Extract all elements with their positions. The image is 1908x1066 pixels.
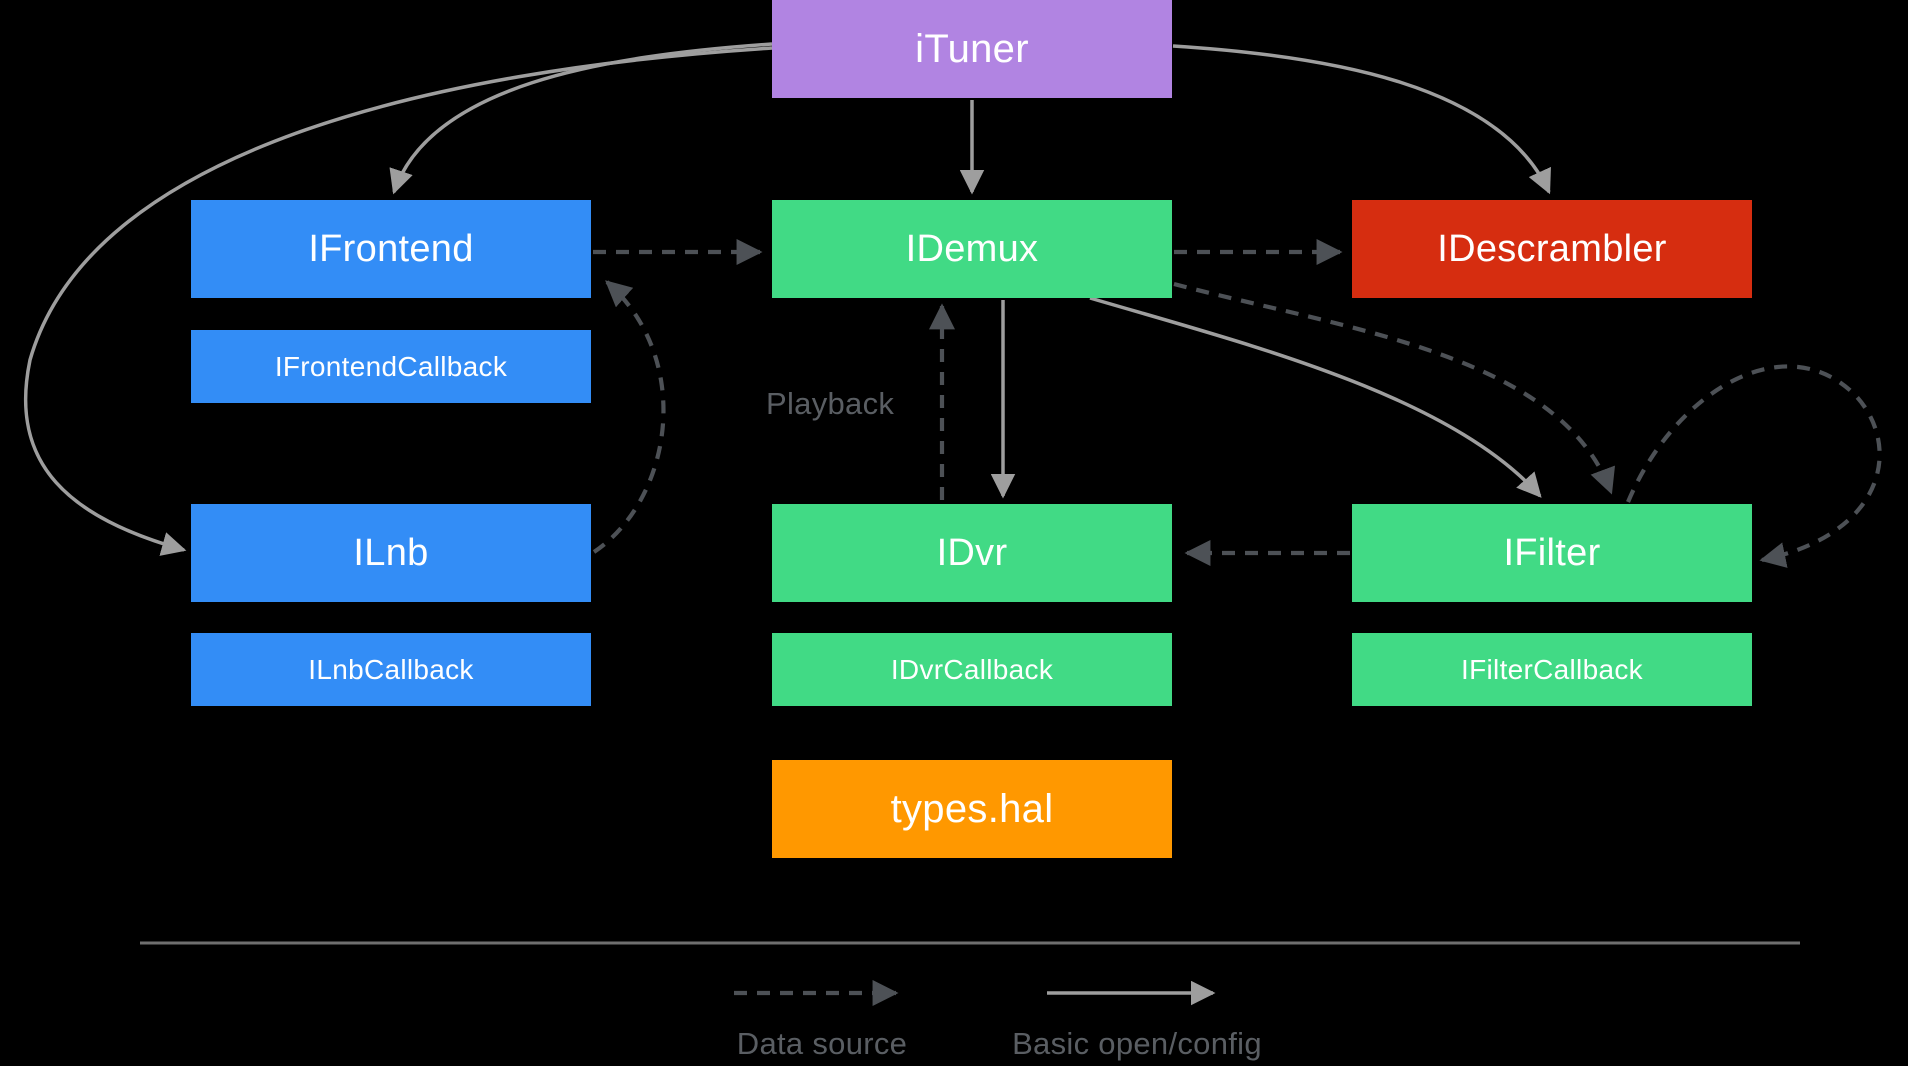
node-ituner: iTuner	[772, 0, 1172, 98]
legend-label-basic-open-config: Basic open/config	[1012, 1026, 1262, 1061]
node-ituner-label: iTuner	[915, 26, 1029, 71]
edge-ifilter-self-loop-dashed	[1626, 364, 1882, 568]
node-ilnb: ILnb	[191, 504, 591, 602]
edge-ilnb-to-ifrontend-dashed	[592, 280, 666, 554]
edge-ituner-to-ilnb-solid	[23, 46, 773, 556]
node-ifilter-callback-label: IFilterCallback	[1461, 653, 1643, 685]
node-ifilter-callback: IFilterCallback	[1352, 633, 1752, 706]
node-idvr-label: IDvr	[936, 531, 1008, 574]
legend-label-data-source: Data source	[736, 1026, 908, 1061]
edge-ituner-to-idescrambler-solid	[1172, 44, 1551, 195]
node-ilnb-label: ILnb	[353, 531, 429, 574]
node-idvr-callback-label: IDvrCallback	[890, 653, 1054, 685]
edge-ituner-to-ifrontend-solid	[389, 42, 773, 195]
node-idemux-label: IDemux	[905, 227, 1039, 270]
node-ifrontend-label: IFrontend	[308, 227, 474, 270]
node-idvr-callback: IDvrCallback	[772, 633, 1172, 706]
node-ilnb-callback-label: ILnbCallback	[308, 653, 474, 685]
node-ilnb-callback: ILnbCallback	[191, 633, 591, 706]
node-idescrambler: IDescrambler	[1352, 200, 1752, 298]
node-ifilter-label: IFilter	[1503, 531, 1601, 574]
playback-edge-label: Playback	[766, 386, 895, 421]
edge-idemux-to-ifilter-solid	[1089, 296, 1542, 498]
node-types-hal-label: types.hal	[890, 786, 1054, 831]
node-types-hal: types.hal	[772, 760, 1172, 858]
node-idvr: IDvr	[772, 504, 1172, 602]
node-idemux: IDemux	[772, 200, 1172, 298]
node-ifrontend: IFrontend	[191, 200, 591, 298]
node-idescrambler-label: IDescrambler	[1437, 227, 1667, 270]
edge-idemux-to-ifilter-dashed	[1173, 281, 1615, 495]
node-ifilter: IFilter	[1352, 504, 1752, 602]
node-ifrontend-callback: IFrontendCallback	[191, 330, 591, 403]
node-ifrontend-callback-label: IFrontendCallback	[274, 350, 508, 382]
